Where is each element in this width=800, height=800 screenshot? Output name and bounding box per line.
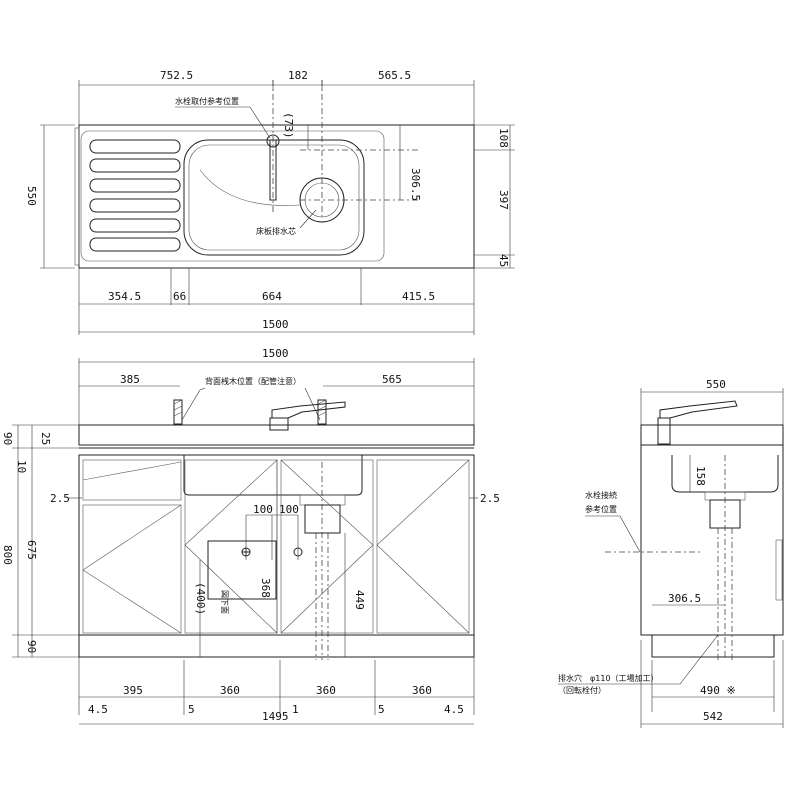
plan-faucet-label: 水栓取付参考位置	[175, 96, 239, 106]
plan-dim-565: 565.5	[378, 69, 411, 82]
side-drain-label-2: （回転栓付）	[558, 685, 606, 695]
front-dim-800: 800	[1, 545, 14, 565]
side-dim-542: 542	[703, 710, 723, 723]
side-faucet-label-2: 参考位置	[585, 504, 617, 514]
front-dim-100b: 100	[279, 503, 299, 516]
front-dim-4-5-right: 4.5	[444, 703, 464, 716]
plan-dim-752: 752.5	[160, 69, 193, 82]
plan-dim-354: 354.5	[108, 290, 141, 303]
plan-drain-label: 床板排水芯	[256, 226, 296, 236]
front-dim-100a: 100	[253, 503, 273, 516]
side-view: 550 158 水栓接続 参考位置 306.5 排水穴 φ110（工場加工） （…	[558, 378, 784, 728]
sink-bowl	[183, 139, 365, 256]
side-dim-306: 306.5	[668, 592, 701, 605]
front-dim-360-b: 360	[316, 684, 336, 697]
plan-dim-550: 550	[25, 186, 38, 206]
plan-faucet	[269, 139, 277, 201]
plan-dim-108: 108	[497, 128, 510, 148]
front-dim-1: 1	[292, 703, 299, 716]
front-dim-385: 385	[120, 373, 140, 386]
front-view: 1500 385 565 背面桟木位置（配管注意）	[1, 347, 500, 725]
plan-dim-182: 182	[288, 69, 308, 82]
front-dim-10: 10	[15, 460, 28, 473]
plan-dim-1500: 1500	[262, 318, 289, 331]
front-dim-565: 565	[382, 373, 402, 386]
front-faucet	[269, 401, 346, 431]
front-dim-5-b: 5	[378, 703, 385, 716]
front-dim-90-top: 90	[1, 432, 14, 445]
side-cabinet	[640, 444, 784, 636]
front-dim-395: 395	[123, 684, 143, 697]
front-dim-360-c: 360	[412, 684, 432, 697]
front-dim-2-5-left: 2.5	[50, 492, 70, 505]
side-faucet	[657, 400, 738, 445]
front-dim-1495: 1495	[262, 710, 289, 723]
plan-dim-664: 664	[262, 290, 282, 303]
front-dim-360-a: 360	[220, 684, 240, 697]
side-dim-490: 490 ※	[700, 684, 736, 697]
drainboard-grooves	[89, 139, 181, 252]
plan-dim-45: 45	[497, 254, 510, 267]
front-dim-449: 449	[353, 590, 366, 610]
side-dim-550: 550	[706, 378, 726, 391]
plan-view: 752.5 182 565.5 水栓取付参考位置 (73) 306.5 床板排水…	[25, 69, 515, 335]
plan-dim-66: 66	[173, 290, 186, 303]
front-box-label: 図下面	[220, 590, 229, 614]
front-back-label: 背面桟木位置（配管注意）	[205, 376, 301, 386]
plan-dim-397: 397	[497, 190, 510, 210]
front-dim-5-a: 5	[188, 703, 195, 716]
plan-dim-73: (73)	[282, 112, 295, 139]
front-dim-2-5-right: 2.5	[480, 492, 500, 505]
side-faucet-label-1: 水栓接続	[585, 490, 617, 500]
front-dim-25: 25	[39, 432, 52, 445]
side-drain-label-1: 排水穴 φ110（工場加工）	[558, 673, 659, 683]
front-dim-90-bottom: 90	[25, 640, 38, 653]
side-dim-158: 158	[694, 466, 707, 486]
front-dim-368: 368	[259, 578, 272, 598]
plan-dim-306: 306.5	[409, 168, 422, 201]
plan-dim-415: 415.5	[402, 290, 435, 303]
front-dim-675: 675	[25, 540, 38, 560]
front-box	[207, 540, 277, 600]
front-dim-4-5-left: 4.5	[88, 703, 108, 716]
front-dim-1500: 1500	[262, 347, 289, 360]
front-dim-400: (400)	[194, 582, 207, 615]
